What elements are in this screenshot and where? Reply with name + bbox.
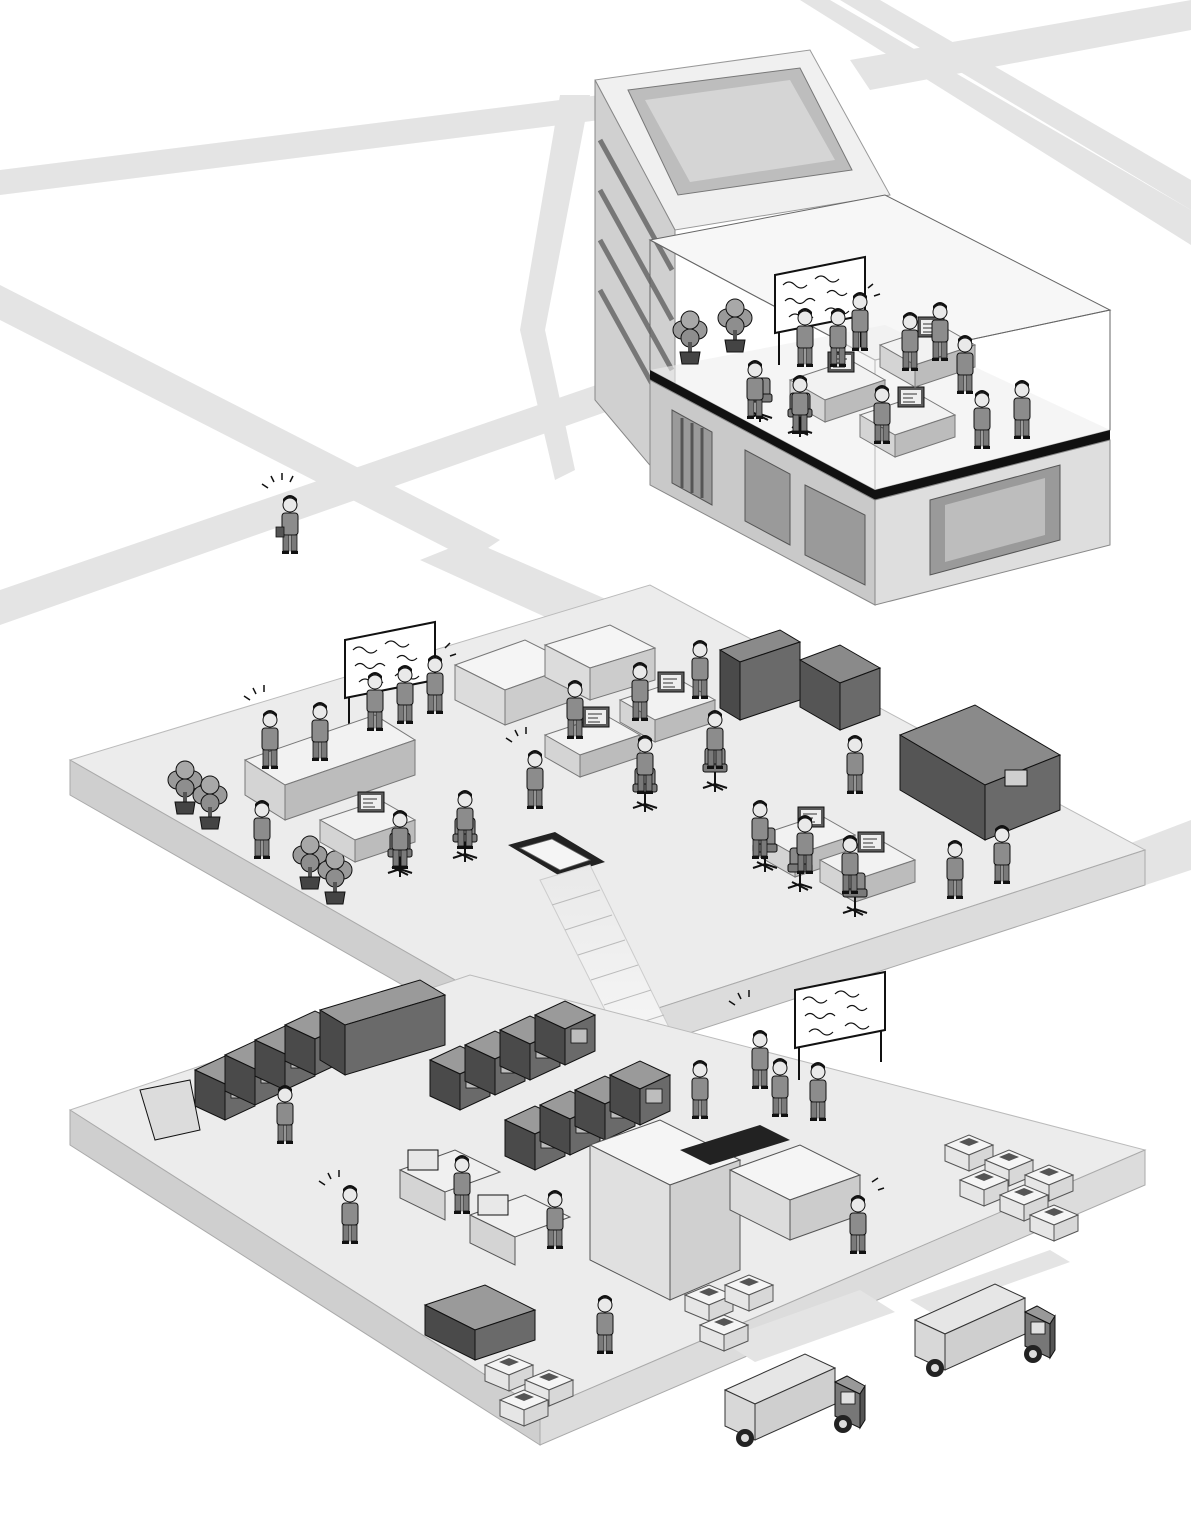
street-roads [0,0,1191,900]
street-pedestrian [275,494,299,555]
design-floor-scene [167,621,1062,918]
attention-marks [243,283,885,1191]
press-floor-scene [139,971,1079,1448]
office-building [594,49,1112,606]
